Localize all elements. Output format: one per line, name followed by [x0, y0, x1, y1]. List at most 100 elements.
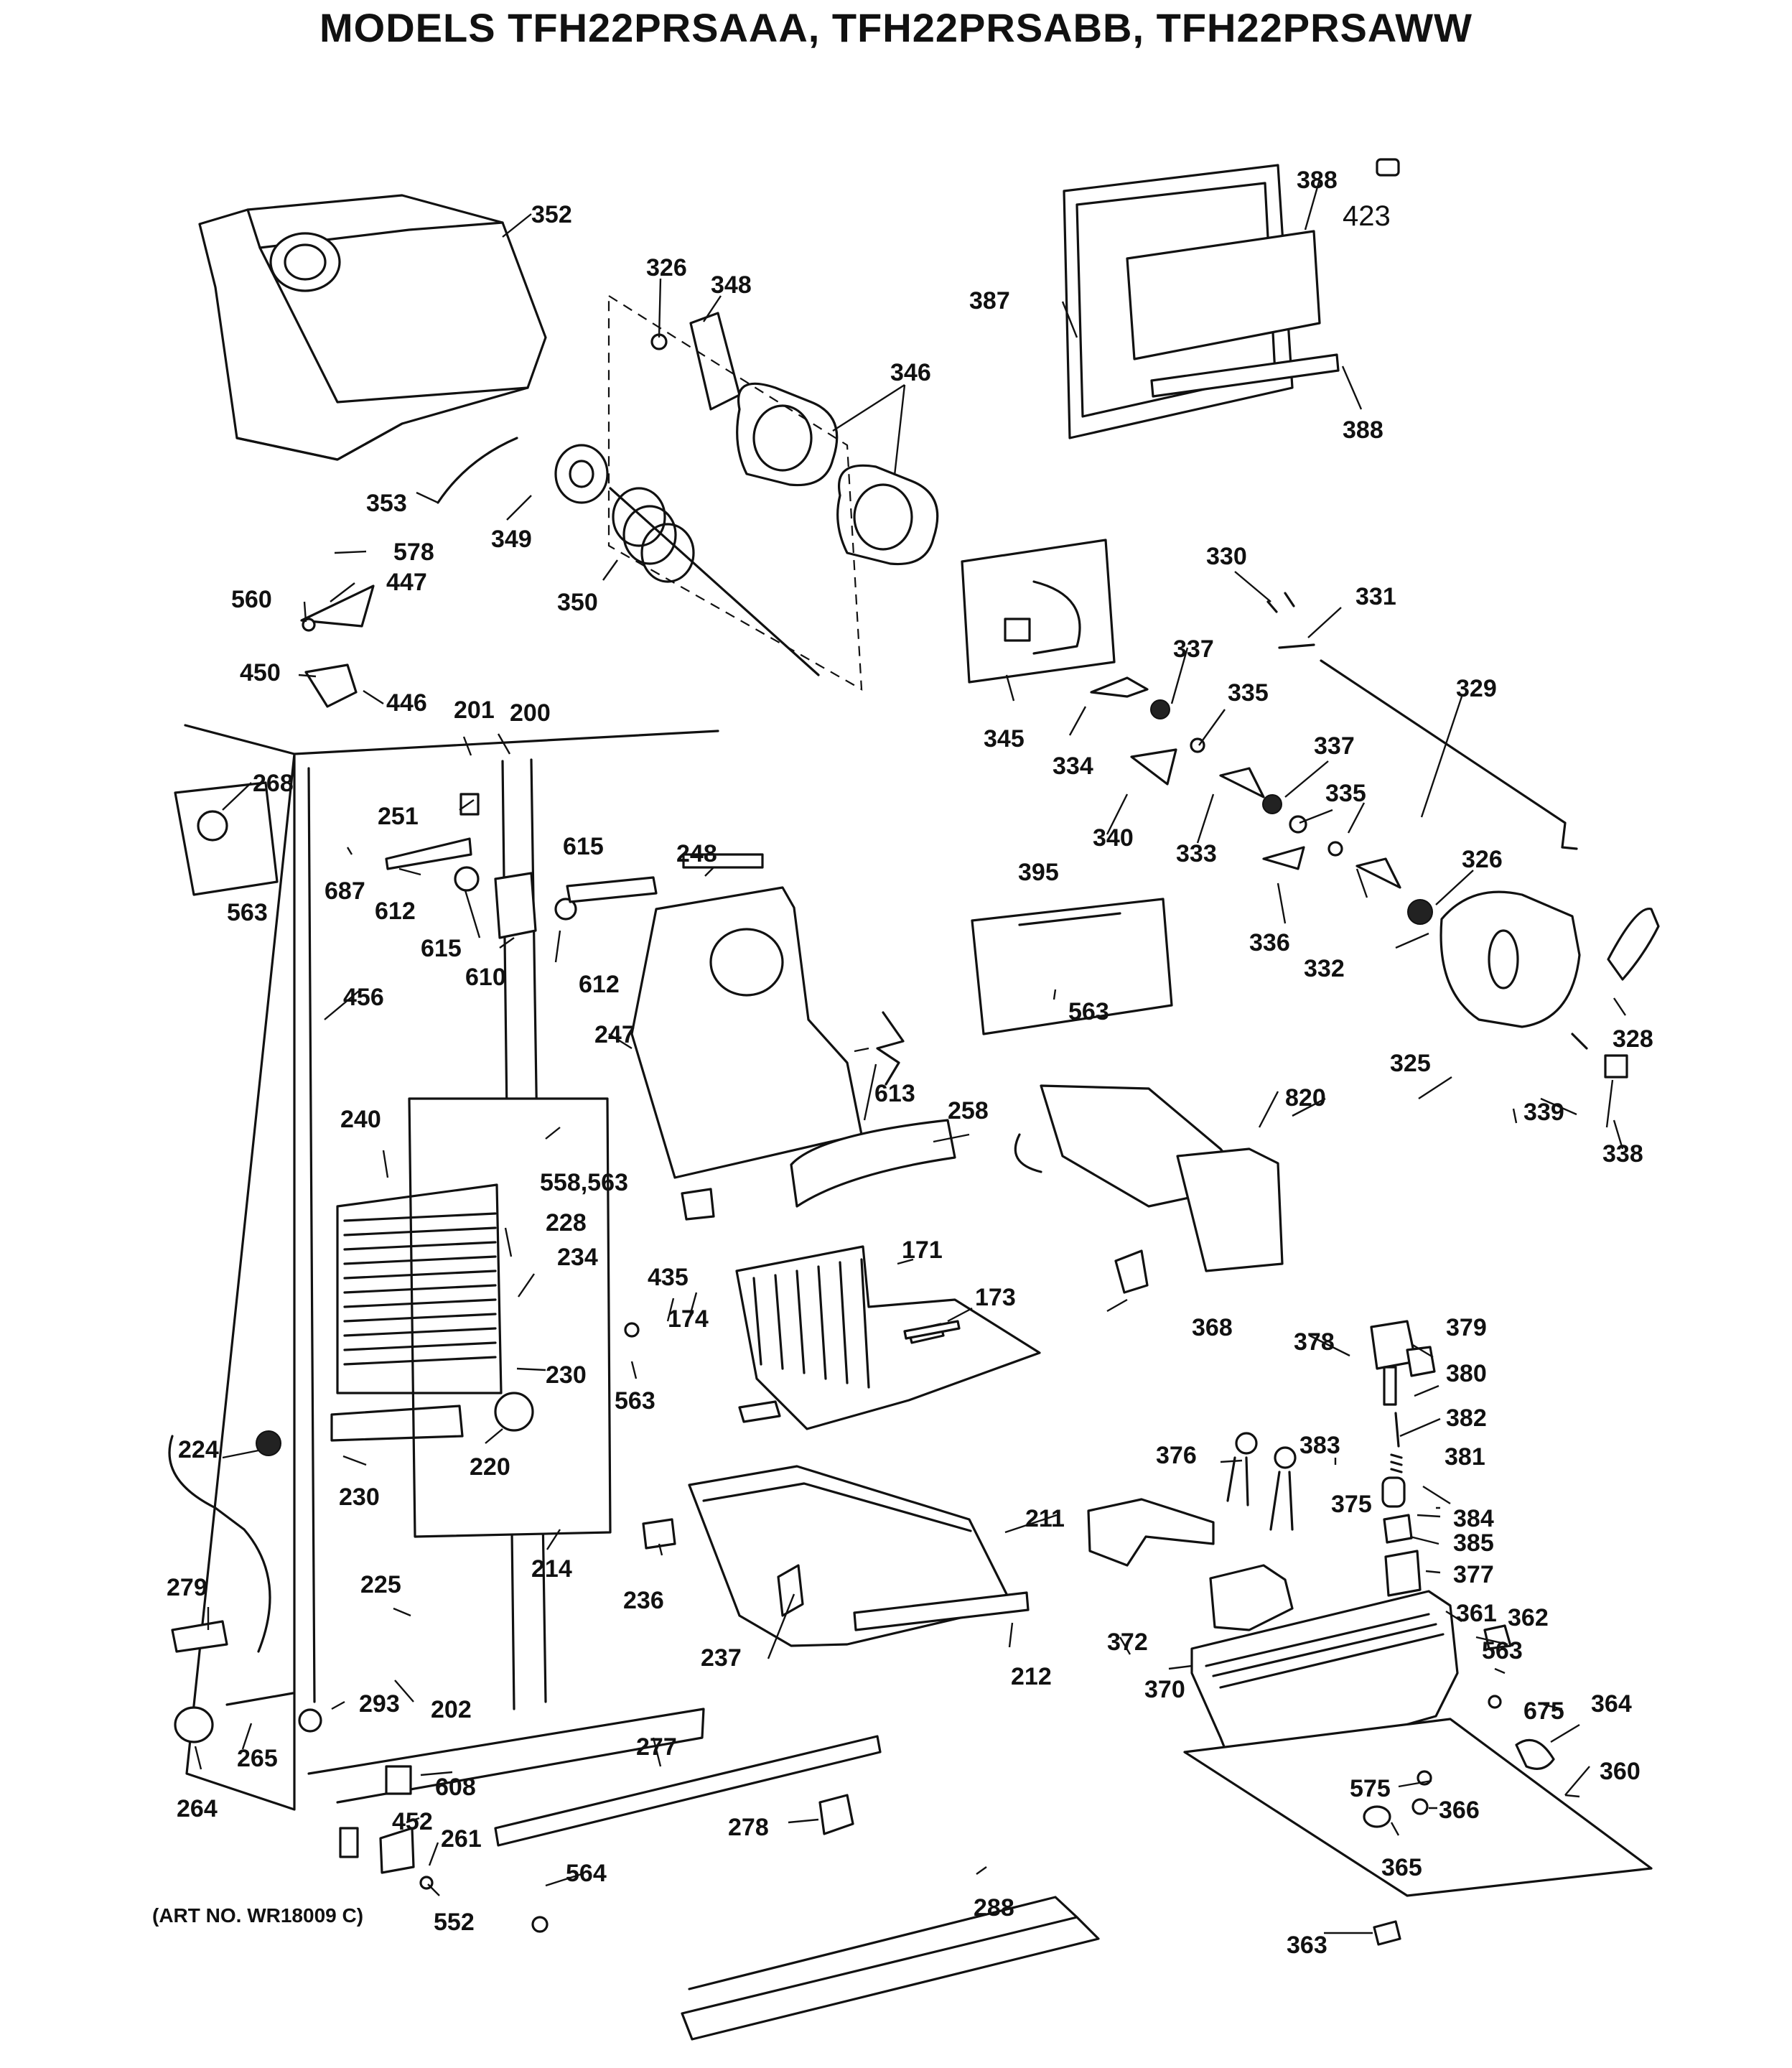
callout-387: 387 [969, 287, 1010, 315]
callout-240: 240 [340, 1106, 381, 1133]
callout-230a: 230 [546, 1361, 587, 1389]
callout-345: 345 [984, 725, 1025, 753]
callout-339: 339 [1523, 1099, 1564, 1126]
callout-366: 366 [1439, 1797, 1480, 1824]
callout-447: 447 [386, 569, 427, 596]
callout-288: 288 [974, 1894, 1014, 1922]
callout-364: 364 [1591, 1690, 1632, 1718]
callout-340: 340 [1093, 824, 1134, 852]
callout-575: 575 [1350, 1775, 1391, 1802]
callout-278: 278 [728, 1814, 769, 1841]
callout-265: 265 [237, 1745, 278, 1772]
callout-560: 560 [231, 586, 272, 613]
callout-450: 450 [240, 659, 281, 686]
callout-346: 346 [890, 359, 931, 386]
evaporator-fan-housing-part [630, 853, 905, 1179]
callout-446: 446 [386, 689, 427, 717]
callout-333: 333 [1176, 840, 1217, 867]
callout-615b: 615 [421, 935, 462, 962]
callout-334: 334 [1053, 753, 1093, 780]
freezer-liner-part [168, 724, 719, 1811]
callout-258: 258 [948, 1097, 989, 1124]
callout-613: 613 [874, 1080, 915, 1107]
callout-395: 395 [1018, 859, 1059, 886]
callout-378: 378 [1294, 1328, 1335, 1356]
callout-328: 328 [1613, 1025, 1653, 1053]
misc-hardware-parts [171, 584, 956, 1933]
callout-383: 383 [1299, 1432, 1340, 1459]
callout-361: 361 [1456, 1600, 1497, 1627]
callout-675: 675 [1523, 1697, 1564, 1725]
callout-201: 201 [454, 697, 495, 724]
callout-332: 332 [1304, 955, 1345, 982]
callout-350: 350 [557, 589, 598, 616]
callout-365: 365 [1381, 1854, 1422, 1881]
callout-268: 268 [253, 770, 294, 797]
callout-615a: 615 [563, 833, 604, 860]
callout-563a: 563 [227, 899, 268, 926]
callout-228: 228 [546, 1209, 587, 1236]
callout-200: 200 [510, 699, 551, 727]
callout-337a: 337 [1173, 635, 1214, 663]
callout-293: 293 [359, 1690, 400, 1718]
callout-372: 372 [1107, 1629, 1148, 1656]
callout-211: 211 [1025, 1505, 1065, 1532]
callout-423: 423 [1343, 200, 1391, 232]
callout-564: 564 [566, 1860, 607, 1887]
callout-381: 381 [1445, 1443, 1485, 1471]
wire-shelf-basket-part [735, 1245, 1041, 1430]
callout-360: 360 [1600, 1758, 1641, 1785]
callout-277: 277 [636, 1733, 677, 1761]
callout-174: 174 [668, 1305, 709, 1333]
callout-329: 329 [1456, 675, 1497, 702]
callout-380: 380 [1446, 1360, 1487, 1387]
callout-563c: 563 [615, 1387, 655, 1415]
callout-377: 377 [1453, 1561, 1494, 1588]
callout-224: 224 [178, 1436, 219, 1463]
callout-379: 379 [1446, 1314, 1487, 1341]
callout-612a: 612 [375, 898, 416, 925]
callout-248: 248 [676, 840, 717, 867]
drawer-rail-parts [494, 1735, 1100, 2041]
ice-chute-cover-panel-part [971, 898, 1173, 1035]
callout-labels: 3523263483463884233873883533493505784475… [167, 167, 1653, 1959]
callout-173: 173 [975, 1284, 1016, 1311]
callout-234: 234 [557, 1244, 598, 1271]
callout-214: 214 [531, 1555, 572, 1583]
callout-388a: 388 [1297, 167, 1338, 194]
callout-368: 368 [1192, 1314, 1233, 1341]
callout-264: 264 [177, 1795, 218, 1822]
callout-202: 202 [431, 1696, 472, 1723]
callout-279: 279 [167, 1574, 207, 1601]
crusher-housing-part [1407, 890, 1660, 1079]
ice-bucket-part [198, 194, 547, 504]
callout-385: 385 [1453, 1529, 1494, 1557]
callout-578: 578 [393, 539, 434, 566]
callout-212: 212 [1011, 1663, 1052, 1690]
auger-assembly-part [554, 294, 939, 691]
art-number: (ART NO. WR18009 C) [152, 1904, 364, 1927]
callout-171: 171 [902, 1236, 943, 1264]
callout-353: 353 [366, 490, 407, 517]
callout-370: 370 [1144, 1676, 1185, 1703]
callout-388b: 388 [1343, 416, 1383, 444]
callout-563d: 563 [1482, 1637, 1523, 1664]
callout-330: 330 [1206, 543, 1247, 570]
ice-dispenser-bin-part [688, 1465, 1030, 1647]
callout-225: 225 [360, 1571, 401, 1598]
callout-362: 362 [1508, 1604, 1549, 1631]
callout-348: 348 [711, 271, 752, 299]
callout-563b: 563 [1068, 998, 1109, 1025]
callout-237: 237 [701, 1644, 742, 1672]
callout-352: 352 [531, 201, 572, 228]
icemaker-part [1014, 1084, 1284, 1294]
callout-820: 820 [1285, 1084, 1326, 1112]
callout-336: 336 [1249, 929, 1290, 956]
callout-325: 325 [1390, 1050, 1431, 1077]
callout-338: 338 [1602, 1140, 1643, 1168]
callout-326a: 326 [646, 254, 687, 281]
callout-452: 452 [392, 1808, 433, 1835]
leader-lines [194, 179, 1626, 1934]
